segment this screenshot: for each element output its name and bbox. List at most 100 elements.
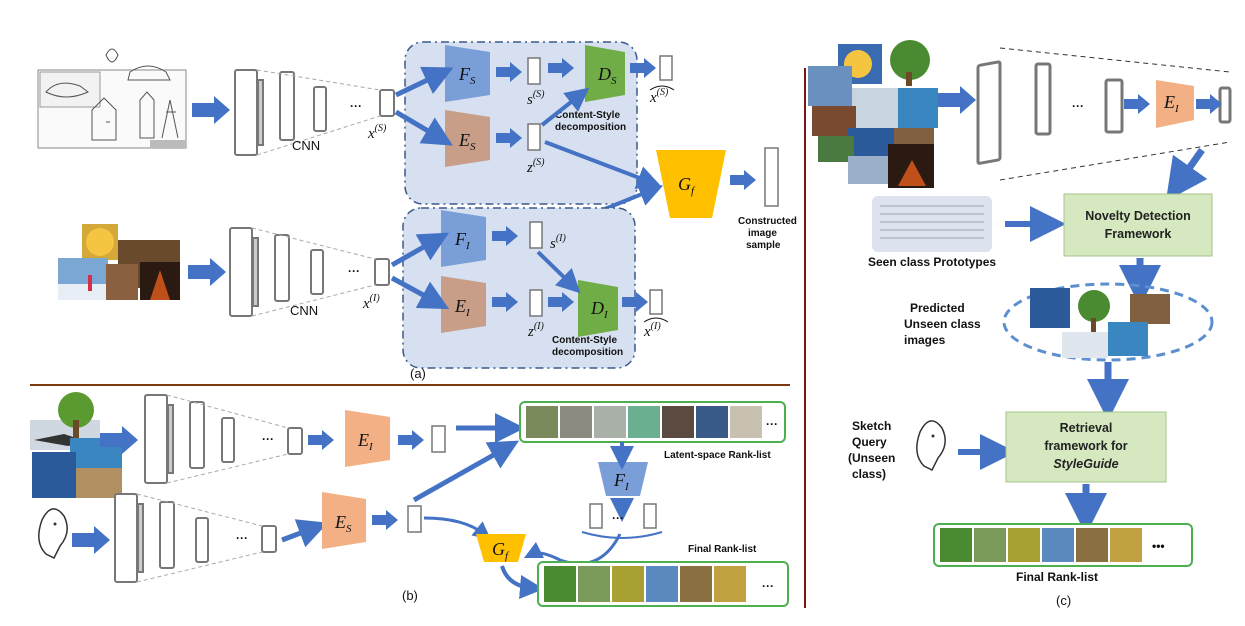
predicted-label-2: Unseen class xyxy=(904,317,981,331)
cnn-top-label: CNN xyxy=(292,138,320,153)
final-rank-thumbnails-c xyxy=(940,528,1142,562)
gf-generator-block-b xyxy=(476,534,526,562)
panel-b: ··· EI ··· Latent-space Rank-list FI ··· xyxy=(30,392,789,607)
predicted-label-3: images xyxy=(904,333,946,347)
arrow-icon xyxy=(938,86,976,114)
arrow-icon xyxy=(188,258,226,286)
feature-vector-b-bottom xyxy=(407,505,422,533)
fi-output-vectors xyxy=(589,503,657,529)
predicted-unseen-ellipse xyxy=(1002,282,1214,362)
sketch-label-4: class) xyxy=(852,467,886,481)
fs-encoder-block xyxy=(445,45,490,102)
feature-vectors-bottom xyxy=(529,221,663,317)
cnn-top-diagram xyxy=(234,69,395,156)
sketch-bird-image xyxy=(38,508,68,560)
gf-label: Gf xyxy=(678,174,696,197)
decomp-top-1: Content-Style xyxy=(555,110,620,121)
decomp-top-2: decomposition xyxy=(555,122,626,133)
ellipsis-top: ··· xyxy=(350,99,362,113)
hat-icon xyxy=(643,317,669,323)
s-i-symbol: s(I) xyxy=(550,233,567,252)
arrow-icon xyxy=(72,526,110,554)
s-s-symbol: s(S) xyxy=(527,89,545,108)
x-s-symbol: x(S) xyxy=(367,123,387,142)
fi-output-ellipsis: ··· xyxy=(612,511,624,525)
arrow-icon xyxy=(423,516,492,540)
ei-encoder-block-b xyxy=(345,410,390,467)
ellipsis-c: ··· xyxy=(1072,99,1084,113)
decomp-bot-2: decomposition xyxy=(552,347,623,358)
sketch-label-3: (Unseen xyxy=(848,451,895,465)
gf-generator-block xyxy=(656,150,726,218)
sketch-label-2: Query xyxy=(852,435,887,449)
brace-icon xyxy=(581,531,663,539)
novelty-detection-box xyxy=(1063,193,1213,257)
z-s-symbol: z(S) xyxy=(526,157,545,176)
arrows-bottom-panel xyxy=(390,226,648,312)
arrow-icon xyxy=(1196,94,1222,114)
ellipsis-bottom: ··· xyxy=(348,264,360,278)
arrow-icon xyxy=(412,440,520,503)
final-rank-label-b: Final Rank-list xyxy=(688,544,757,555)
ellipsis-b-top: ··· xyxy=(262,432,274,446)
novelty-label-1: Novelty Detection xyxy=(1085,209,1191,223)
final-rank-thumbnails-b xyxy=(544,566,746,602)
arrow-icon xyxy=(372,510,398,530)
sketch-label-1: Sketch xyxy=(852,419,891,433)
ei-label-c: EI xyxy=(1163,92,1180,115)
feature-vectors-top xyxy=(527,55,779,207)
cnn-bottom-diagram xyxy=(229,227,390,317)
ei-encoder-block-c xyxy=(1156,80,1194,128)
hat-icon xyxy=(649,85,675,91)
caption-c: (c) xyxy=(1056,593,1071,608)
ds-label: DS xyxy=(597,64,617,87)
ei-encoder-block xyxy=(441,276,486,333)
di-decoder-block xyxy=(578,280,618,337)
retrieval-label-1: Retrieval xyxy=(1060,421,1113,435)
retrieval-label-3: StyleGuide xyxy=(1053,457,1118,471)
xhat-i-symbol: x(I) xyxy=(643,321,661,340)
latent-rank-label: Latent-space Rank-list xyxy=(664,450,771,461)
gf-label-b: Gf xyxy=(492,539,510,562)
arrow-icon xyxy=(1165,147,1208,202)
es-label: ES xyxy=(458,130,476,153)
seen-prototypes-image xyxy=(872,196,992,252)
gallery-collage-image xyxy=(30,392,122,498)
latent-rank-thumbnails xyxy=(526,406,762,438)
latent-ellipsis: ··· xyxy=(766,417,778,431)
arrow-icon xyxy=(281,519,329,548)
xhat-s-symbol: x(S) xyxy=(649,87,669,106)
ellipsis-b-bottom: ··· xyxy=(236,531,248,545)
arrow-icon xyxy=(1124,94,1150,114)
fi-label-b: FI xyxy=(613,470,630,493)
cnn-bottom-label: CNN xyxy=(290,303,318,318)
ei-label-b: EI xyxy=(357,430,374,453)
ei-label: EI xyxy=(454,296,471,319)
predicted-label-1: Predicted xyxy=(910,301,965,315)
seen-prototypes-label: Seen class Prototypes xyxy=(868,255,996,269)
predicted-unseen-thumbnails xyxy=(1030,288,1170,358)
arrow-icon xyxy=(192,96,230,124)
constructed-2: image xyxy=(748,228,777,239)
arrow-icon xyxy=(500,565,544,599)
final-rank-ellipsis-b: ··· xyxy=(762,579,774,593)
cnn-b-top-diagram xyxy=(144,394,303,484)
decomp-bot-1: Content-Style xyxy=(552,335,617,346)
final-rank-dots-c: ••• xyxy=(1152,539,1165,553)
arrow-icon xyxy=(308,430,334,450)
feature-vector-b-top xyxy=(431,425,446,453)
di-label: DI xyxy=(590,298,609,321)
fi-encoder-block xyxy=(441,210,486,267)
panel-a: ··· CNN x(S) FS ES DS s(S) z(S) x(S) Con… xyxy=(37,41,797,381)
z-i-symbol: z(I) xyxy=(527,321,545,340)
retrieval-framework-box xyxy=(1005,411,1167,483)
constructed-3: sample xyxy=(746,240,781,251)
novelty-label-2: Framework xyxy=(1105,227,1172,241)
arrow-icon xyxy=(523,533,622,566)
photo-collage-image xyxy=(58,224,180,300)
constructed-1: Constructed xyxy=(738,216,797,227)
arrow-icon xyxy=(398,430,424,450)
sketch-collage-image xyxy=(37,48,187,149)
caption-a: (a) xyxy=(410,366,426,381)
